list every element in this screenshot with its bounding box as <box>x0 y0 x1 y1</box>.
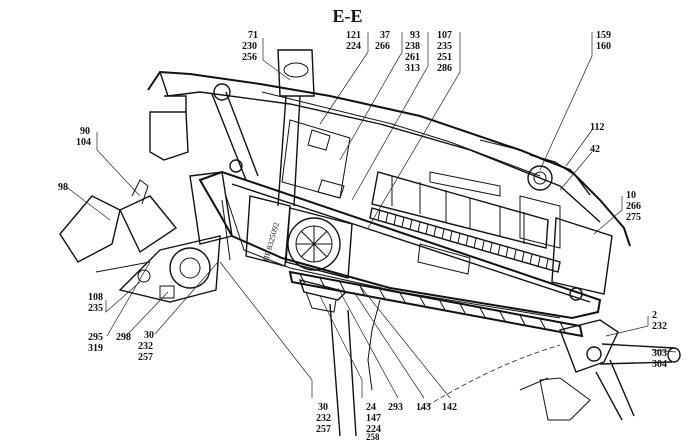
toothed-rack <box>369 207 561 273</box>
callout-2: 2 232 <box>652 310 667 332</box>
callout-107-line-4: 286 <box>437 63 452 74</box>
callout-24-line-3: 224 <box>366 424 381 435</box>
left-clamp <box>59 95 233 303</box>
callout-30-left-line-2: 232 <box>138 341 153 352</box>
callout-93-line-1: 93 <box>410 30 420 41</box>
callout-98: 98 <box>58 182 68 193</box>
callout-30-left: 30 232 257 <box>138 330 154 363</box>
callout-2-line-2: 232 <box>652 321 667 332</box>
callout-143: 143 <box>416 402 431 413</box>
callout-121: 121 224 <box>346 30 361 52</box>
top-lever <box>211 49 315 207</box>
callout-303-line-1: 303 <box>652 348 667 359</box>
leader-lines <box>64 32 677 399</box>
callout-24-line-1: 24 <box>366 402 376 413</box>
callout-10-line-1: 10 <box>626 190 636 201</box>
callout-108-line-1: 108 <box>88 292 103 303</box>
main-frame <box>198 170 602 320</box>
callouts: 71 230 256 121 224 37 266 93 238 261 313… <box>58 30 667 440</box>
callout-293: 293 <box>388 402 403 413</box>
callout-90: 90 104 <box>76 126 91 148</box>
callout-107: 107 235 251 286 <box>437 30 452 74</box>
callout-93-line-4: 313 <box>405 63 420 74</box>
callout-71: 71 230 256 <box>242 30 258 63</box>
callout-303: 303 304 <box>652 348 667 370</box>
callout-30-bottom-line-2: 232 <box>316 413 331 424</box>
callout-2-line-1: 2 <box>652 310 657 321</box>
upper-right-hub <box>479 139 583 301</box>
callout-108: 108 235 <box>88 292 103 314</box>
callout-159-line-1: 159 <box>596 30 611 41</box>
callout-30-left-line-3: 257 <box>138 352 153 363</box>
callout-37: 37 266 <box>375 30 390 52</box>
callout-93-line-2: 238 <box>405 41 420 52</box>
callout-71-line-2: 230 <box>242 41 257 52</box>
callout-93: 93 238 261 313 <box>405 30 420 74</box>
callout-30-bottom: 30 232 257 <box>316 402 331 435</box>
callout-107-line-1: 107 <box>437 30 452 41</box>
drum <box>287 217 341 271</box>
callout-30-left-line-1: 30 <box>144 330 154 341</box>
callout-298: 298 <box>116 332 131 343</box>
callout-30-bottom-line-3: 257 <box>316 424 331 435</box>
callout-159-line-2: 160 <box>596 41 611 52</box>
callout-107-line-2: 235 <box>437 41 452 52</box>
callout-24-line-4: 258 <box>366 432 380 440</box>
callout-295-line-2: 319 <box>88 343 103 354</box>
callout-71-line-3: 256 <box>242 52 257 63</box>
callout-112: 112 <box>590 122 604 133</box>
callout-121-line-1: 121 <box>346 30 361 41</box>
callout-30-bottom-line-1: 30 <box>318 402 328 413</box>
callout-159: 159 160 <box>596 30 611 52</box>
callout-37-line-1: 37 <box>380 30 390 41</box>
callout-107-line-3: 251 <box>437 52 452 63</box>
callout-37-line-2: 266 <box>375 41 390 52</box>
upper-housing <box>147 70 631 247</box>
bottom-support <box>298 278 681 437</box>
callout-10: 10 266 275 <box>626 190 641 223</box>
callout-90-line-2: 104 <box>76 137 91 148</box>
callout-142: 142 <box>442 402 457 413</box>
callout-295-line-1: 295 <box>88 332 103 343</box>
callout-10-line-2: 266 <box>626 201 641 212</box>
callout-10-line-3: 275 <box>626 212 641 223</box>
callout-90-line-1: 90 <box>80 126 90 137</box>
section-title: E-E <box>332 6 363 26</box>
callout-295: 295 319 <box>88 332 103 354</box>
inner-components <box>245 119 613 295</box>
callout-71-line-1: 71 <box>248 30 258 41</box>
callout-93-line-3: 261 <box>405 52 420 63</box>
callout-121-line-2: 224 <box>346 41 361 52</box>
callout-108-line-2: 235 <box>88 303 103 314</box>
callout-24: 24 147 224 258 <box>366 402 381 440</box>
callout-24-line-2: 147 <box>366 413 381 424</box>
callout-42: 42 <box>590 144 600 155</box>
lower-plate <box>288 270 584 338</box>
callout-303-line-2: 304 <box>652 359 667 370</box>
